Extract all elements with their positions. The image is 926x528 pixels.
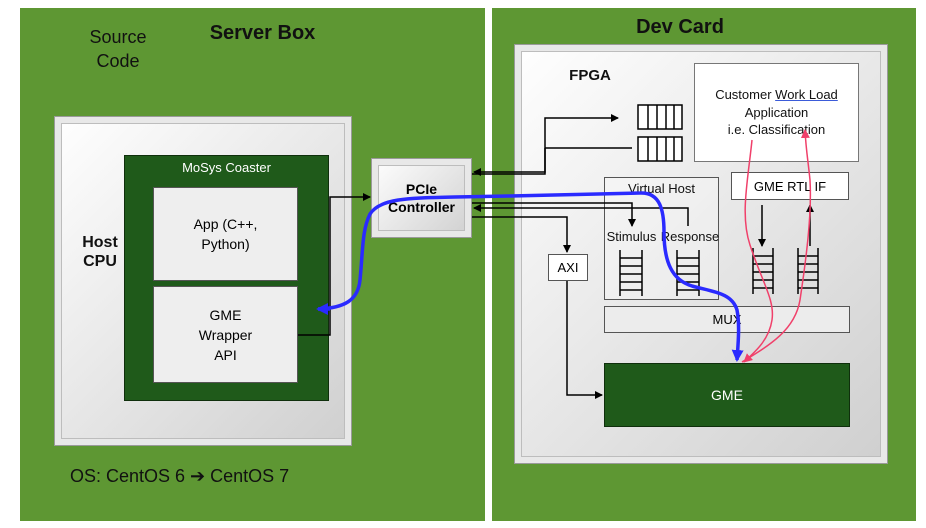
queue-icon-rtl-left bbox=[752, 248, 774, 294]
mux-label: MUX bbox=[712, 312, 742, 327]
workload-link[interactable]: Work Load bbox=[775, 87, 838, 102]
mosys-coaster-title: MoSys Coaster bbox=[182, 160, 271, 175]
os-label: OS: CentOS 6 ➔ CentOS 7 bbox=[70, 466, 290, 486]
pcie-controller-label: PCIe Controller bbox=[388, 181, 455, 215]
pcie-to-queues-line bbox=[472, 114, 619, 175]
server-box-title: Server Box bbox=[209, 22, 316, 44]
customer-workload-box bbox=[694, 63, 859, 162]
axi-to-gme-line bbox=[566, 281, 603, 399]
gme-rtl-if-box: GME RTL IF bbox=[731, 172, 849, 200]
response-label: Response bbox=[660, 229, 720, 244]
red-path-gme-to-workload bbox=[741, 129, 812, 363]
blue-path-api-to-gme bbox=[317, 191, 744, 362]
response-to-pcie-line bbox=[473, 204, 689, 226]
queue-icon-top-2 bbox=[637, 136, 683, 162]
app-box: App (C++, Python) bbox=[153, 187, 298, 281]
gme-wrapper-box: GME Wrapper API bbox=[153, 286, 298, 383]
red-path-workload-to-gme bbox=[743, 139, 774, 363]
workload-line2: Application bbox=[744, 105, 809, 120]
queue2-return-line bbox=[473, 148, 546, 176]
pcie-to-stimulus-line bbox=[472, 202, 636, 227]
gme-label: GME bbox=[711, 387, 743, 403]
gme-wrapper-label: GME Wrapper API bbox=[198, 306, 253, 363]
queue-icon-stimulus bbox=[619, 250, 643, 296]
source-code-label: Source Code bbox=[89, 27, 147, 71]
app-label: App (C++, Python) bbox=[193, 216, 258, 252]
virtual-host-box bbox=[604, 177, 719, 300]
gme-rtl-if-label: GME RTL IF bbox=[753, 178, 827, 194]
dev-card-title: Dev Card bbox=[636, 16, 724, 38]
fpga-label: FPGA bbox=[569, 67, 611, 84]
axi-label: AXI bbox=[557, 260, 579, 275]
mux-box: MUX bbox=[604, 306, 850, 333]
gme-box: GME bbox=[604, 363, 850, 427]
pcie-to-axi-line bbox=[472, 216, 571, 253]
queue-icon-response bbox=[676, 250, 700, 296]
workload-line3: i.e. Classification bbox=[727, 122, 826, 137]
queue-icon-top-1 bbox=[637, 104, 683, 130]
axi-box: AXI bbox=[548, 254, 588, 281]
stimulus-label: Stimulus bbox=[606, 229, 657, 244]
workload-line1: Customer Work Load bbox=[694, 87, 859, 102]
queue-icon-rtl-right bbox=[797, 248, 819, 294]
wrapper-to-pcie-line bbox=[298, 193, 371, 336]
host-cpu-label: Host CPU bbox=[82, 234, 118, 270]
workload-prefix: Customer bbox=[715, 87, 776, 102]
